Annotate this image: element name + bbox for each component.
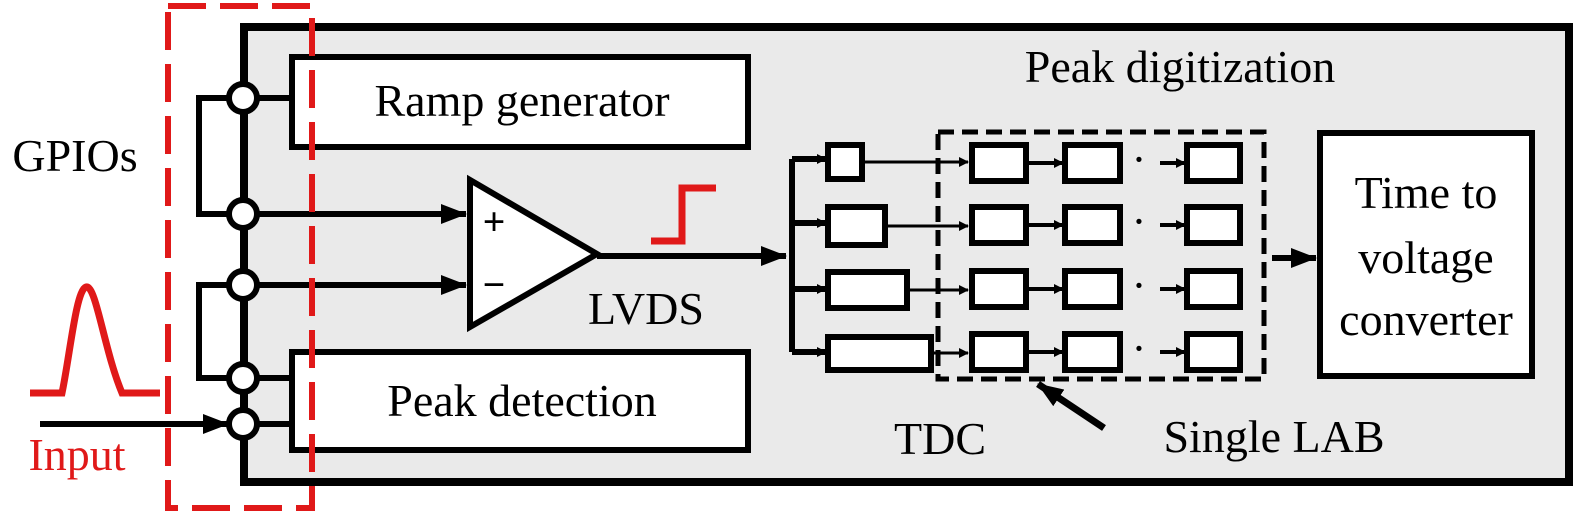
- step-signal-icon: [651, 184, 716, 245]
- single-lab-pointer-arrow: [1036, 381, 1106, 431]
- gpio-pins: [226, 81, 260, 441]
- minus-sign: −: [483, 262, 506, 307]
- converter-label-line1: Time to: [1355, 167, 1498, 218]
- svg-text:·: ·: [1132, 324, 1147, 373]
- peak-detection-block: [289, 349, 751, 453]
- gpio-pin-plus: [226, 197, 260, 231]
- svg-text:·: ·: [1132, 197, 1147, 246]
- converter-label-line3: converter: [1339, 294, 1513, 345]
- ramp-generator-label: Ramp generator: [374, 75, 669, 126]
- tdc-delay-elements: [825, 142, 934, 373]
- lvds-comparator: [467, 174, 603, 333]
- single-lab-label: Single LAB: [1163, 411, 1384, 462]
- ellipsis-dots: · · · ·: [1132, 135, 1147, 373]
- input-label: Input: [28, 429, 125, 480]
- gpio-pin-input: [226, 407, 260, 441]
- peak-digitization-title: Peak digitization: [1025, 41, 1335, 92]
- svg-text:·: ·: [1132, 135, 1147, 184]
- converter-label-line2: voltage: [1358, 232, 1493, 283]
- gpios-label: GPIOs: [12, 130, 137, 181]
- svg-text:·: ·: [1132, 261, 1147, 310]
- gpio-pin-peak: [226, 361, 260, 395]
- lab-register-arrows: [1026, 158, 1186, 357]
- lvds-label: LVDS: [588, 283, 704, 334]
- single-lab-box: [935, 129, 1267, 382]
- delay-element-2: [825, 204, 888, 248]
- delay-element-1: [825, 142, 865, 182]
- gpio-wiring: [40, 95, 467, 434]
- input-pulse-icon: [30, 283, 160, 397]
- peak-detection-label: Peak detection: [387, 375, 657, 426]
- delay-element-4: [825, 334, 934, 373]
- ramp-generator-block: [289, 54, 751, 150]
- delay-element-3: [825, 269, 910, 311]
- plus-sign: +: [483, 199, 506, 244]
- gpio-boundary: [165, 3, 315, 511]
- time-to-voltage-converter-block: [1317, 130, 1535, 379]
- gpio-pin-minus: [226, 268, 260, 302]
- gpio-pin-ramp: [226, 81, 260, 115]
- tdc-label: TDC: [894, 413, 986, 464]
- tdc-fanout: [597, 154, 827, 357]
